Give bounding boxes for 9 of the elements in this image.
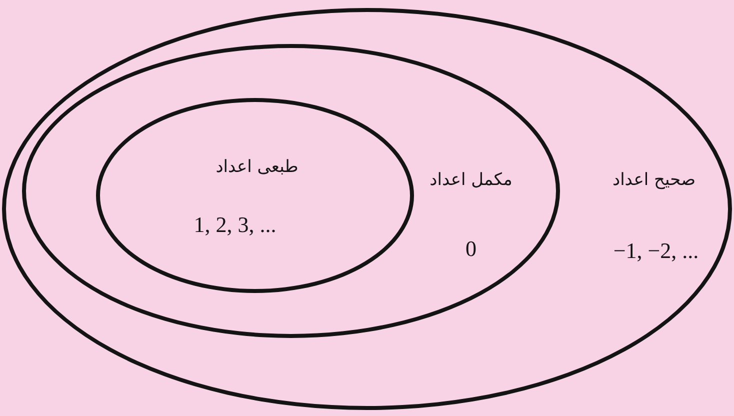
set-name: صحیح اعداد: [612, 170, 696, 190]
set-name: مکمل اعداد: [428, 170, 514, 190]
set-ellipse: [96, 98, 414, 293]
set-members: −1, −2, ...: [612, 238, 700, 264]
set-name: طبعی اعداد: [214, 157, 300, 177]
set-members: 0: [464, 236, 478, 262]
set-ellipse: [22, 44, 560, 338]
set-members: 1, 2, 3, ...: [192, 212, 278, 238]
set-ellipse: [2, 8, 732, 410]
